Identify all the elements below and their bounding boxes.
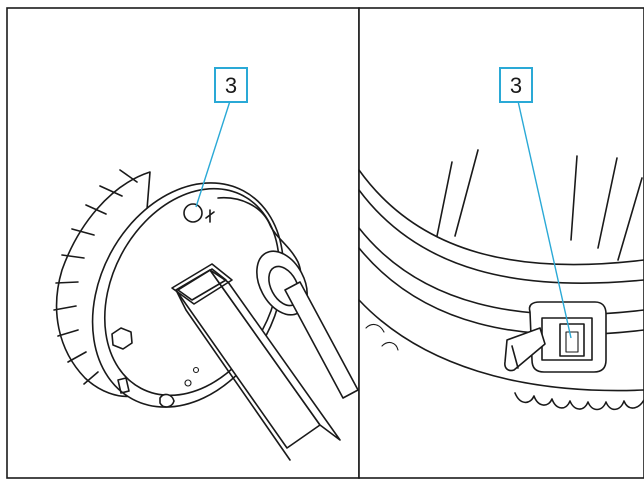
wheel-hub-illustration bbox=[53, 169, 359, 461]
left-callout: 3 bbox=[195, 67, 248, 208]
right-callout-label: 3 bbox=[510, 73, 522, 98]
wheel-rim-illustration bbox=[358, 149, 644, 411]
left-callout-box bbox=[214, 67, 248, 103]
right-panel: 3 bbox=[358, 7, 644, 479]
left-callout-label: 3 bbox=[225, 73, 237, 98]
left-panel: 3 bbox=[6, 7, 360, 479]
right-callout-box bbox=[499, 67, 533, 103]
left-callout-leader bbox=[195, 100, 231, 208]
right-callout: 3 bbox=[499, 67, 572, 339]
right-callout-leader bbox=[517, 100, 572, 339]
